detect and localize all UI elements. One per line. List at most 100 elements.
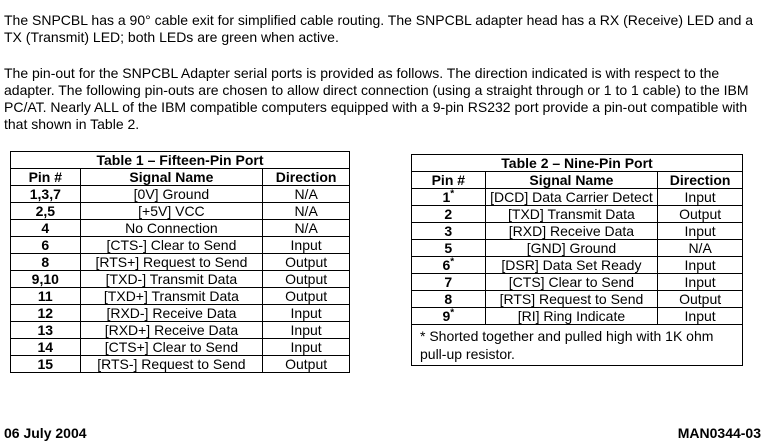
column-header-pin: Pin #: [10, 168, 81, 186]
pin-cell: 3: [411, 222, 486, 240]
direction-cell: Output: [262, 287, 350, 305]
direction-cell: Output: [657, 290, 743, 308]
signal-name-cell: [GND] Ground: [484, 239, 659, 257]
signal-name-cell: [TXD+] Transmit Data: [79, 287, 264, 305]
pin-cell: 2,5: [10, 202, 81, 220]
signal-name-cell: [RTS-] Request to Send: [79, 355, 264, 373]
pin-cell: 8: [411, 290, 486, 308]
pin-cell: 11: [10, 287, 81, 305]
pin-number: 5: [444, 240, 453, 256]
pin-number: 6: [41, 237, 50, 253]
direction-cell: Input: [262, 338, 350, 356]
pin-number: 3: [444, 223, 453, 239]
signal-name-cell: [DSR] Data Set Ready: [484, 256, 659, 274]
pin-cell: 12: [10, 304, 81, 322]
signal-name-cell: [RXD] Receive Data: [484, 222, 659, 240]
pin-cell: 15: [10, 355, 81, 373]
signal-name-cell: [CTS] Clear to Send: [484, 273, 659, 291]
direction-cell: Input: [657, 256, 743, 274]
signal-name-cell: [RXD-] Receive Data: [79, 304, 264, 322]
table-title: Table 1 – Fifteen-Pin Port: [10, 151, 350, 169]
column-header-pin: Pin #: [411, 171, 486, 189]
pin-number: 1: [442, 189, 451, 205]
signal-name-cell: [RXD+] Receive Data: [79, 321, 264, 339]
signal-name-cell: [TXD-] Transmit Data: [79, 270, 264, 288]
pin-cell: 6*: [411, 256, 486, 274]
pin-number: 9,10: [31, 271, 59, 287]
pin-number: 15: [37, 356, 54, 372]
direction-cell: N/A: [657, 239, 743, 257]
pin-cell: 1,3,7: [10, 185, 81, 203]
pin-number: 4: [41, 220, 50, 236]
footer-date: 06 July 2004: [4, 425, 87, 441]
signal-name-cell: No Connection: [79, 219, 264, 237]
pin-number: 11: [37, 288, 53, 304]
pin-number: 2,5: [35, 203, 56, 219]
direction-cell: Input: [262, 304, 350, 322]
signal-name-cell: [RTS+] Request to Send: [79, 253, 264, 271]
column-header-signal: Signal Name: [484, 171, 659, 189]
table-title: Table 2 – Nine-Pin Port: [411, 154, 743, 172]
column-header-signal: Signal Name: [79, 168, 264, 186]
pin-cell: 9*: [411, 307, 486, 325]
pin-number: 7: [444, 274, 453, 290]
footnote-marker: *: [450, 256, 455, 268]
pin-cell: 8: [10, 253, 81, 271]
footer-document-id: MAN0344-03: [677, 425, 761, 441]
pin-number: 12: [37, 305, 54, 321]
pin-cell: 2: [411, 205, 486, 223]
nine-pin-table: Table 2 – Nine-Pin Port Pin # Signal Nam…: [411, 154, 743, 366]
signal-name-cell: [DCD] Data Carrier Detect: [484, 188, 659, 206]
direction-cell: Input: [657, 273, 743, 291]
pin-number: 2: [444, 206, 453, 222]
signal-name-cell: [+5V] VCC: [79, 202, 264, 220]
fifteen-pin-table: Table 1 – Fifteen-Pin Port Pin # Signal …: [10, 151, 350, 373]
direction-cell: Output: [262, 253, 350, 271]
pin-number: 9: [442, 308, 451, 324]
direction-cell: N/A: [262, 185, 350, 203]
direction-cell: Input: [657, 307, 743, 325]
signal-name-cell: [0V] Ground: [79, 185, 264, 203]
direction-cell: N/A: [262, 202, 350, 220]
direction-cell: Input: [657, 188, 743, 206]
pin-cell: 4: [10, 219, 81, 237]
pin-cell: 13: [10, 321, 81, 339]
footnote-marker: *: [450, 188, 455, 200]
direction-cell: Output: [262, 355, 350, 373]
signal-name-cell: [CTS+] Clear to Send: [79, 338, 264, 356]
footnote-marker: *: [450, 307, 455, 319]
pin-number: 8: [41, 254, 50, 270]
pin-cell: 5: [411, 239, 486, 257]
signal-name-cell: [TXD] Transmit Data: [484, 205, 659, 223]
signal-name-cell: [CTS-] Clear to Send: [79, 236, 264, 254]
direction-cell: Output: [262, 270, 350, 288]
direction-cell: Input: [262, 236, 350, 254]
column-header-direction: Direction: [657, 171, 743, 189]
pin-cell: 9,10: [10, 270, 81, 288]
pin-cell: 14: [10, 338, 81, 356]
intro-paragraph-1: The SNPCBL has a 90° cable exit for simp…: [4, 12, 754, 45]
pin-number: 6: [442, 257, 451, 273]
pin-number: 8: [444, 291, 453, 307]
intro-paragraph-2: The pin-out for the SNPCBL Adapter seria…: [4, 65, 749, 132]
